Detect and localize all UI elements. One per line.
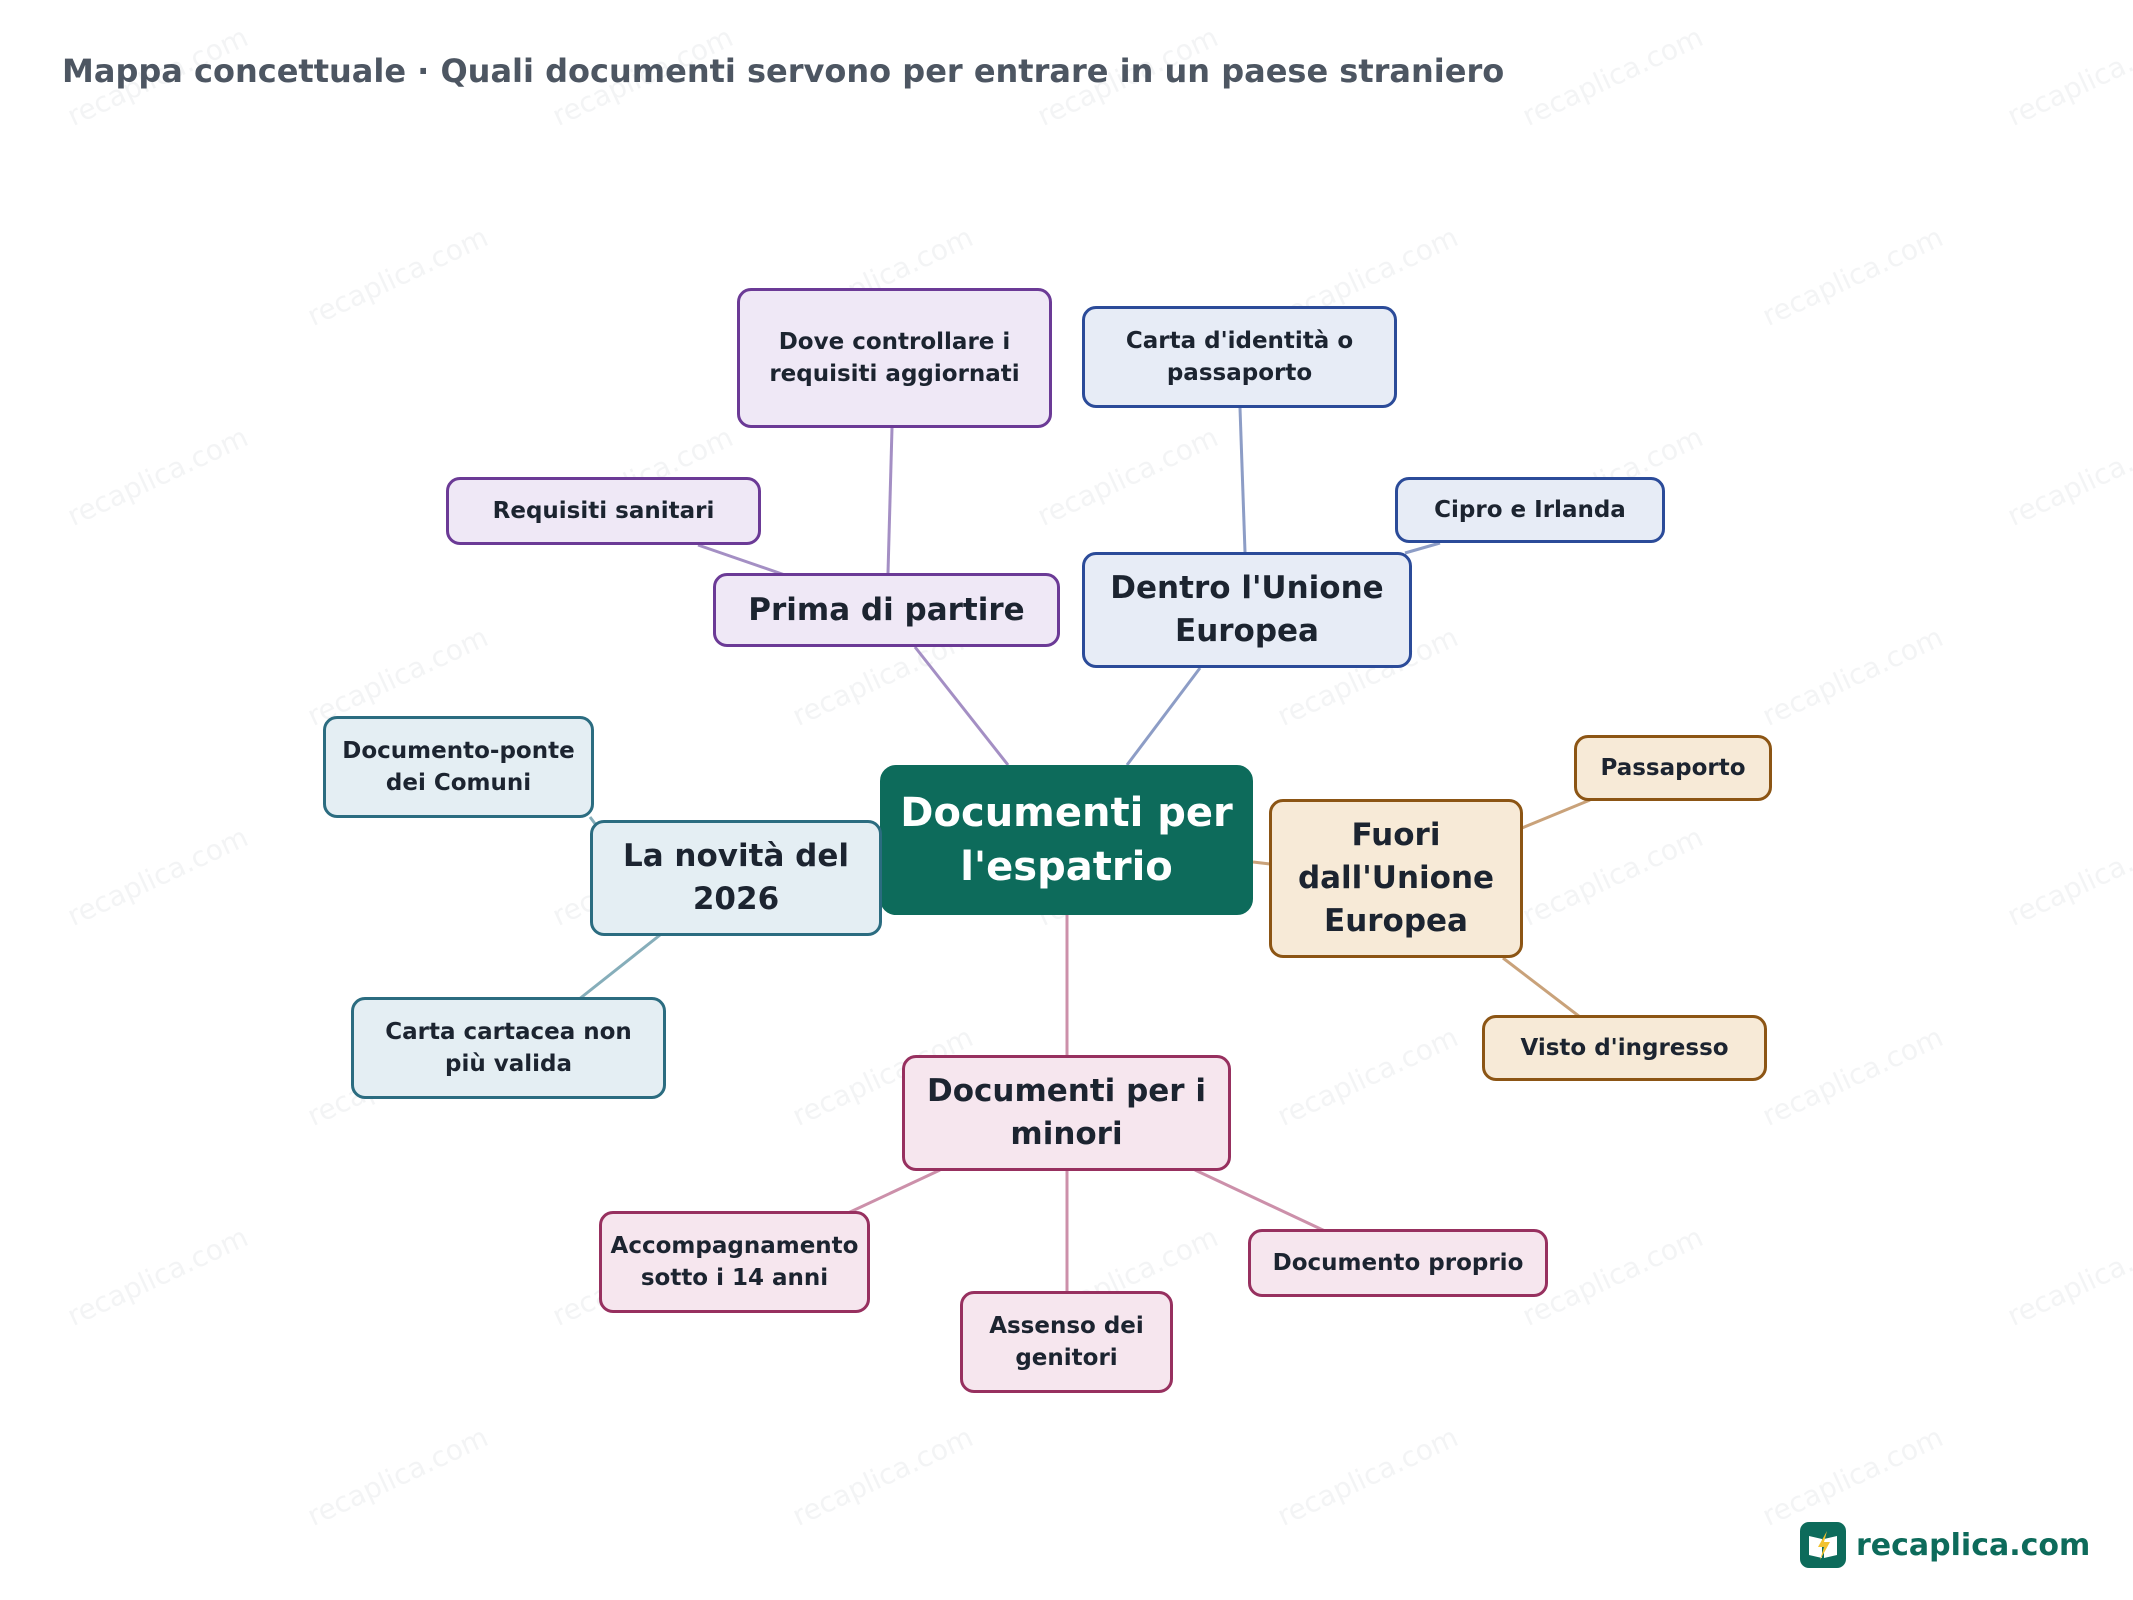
leaf-carta-cartacea: Carta cartacea non più valida xyxy=(351,997,666,1099)
branch-documenti-minori: Documenti per i minori xyxy=(902,1055,1231,1171)
leaf-requisiti-sanitari: Requisiti sanitari xyxy=(446,477,761,545)
edge-extraue-visto xyxy=(1502,956,1581,1019)
branch-novita-2026: La novità del 2026 xyxy=(590,820,882,936)
leaf-documento-ponte: Documento-ponte dei Comuni xyxy=(323,716,594,818)
leaf-documento-proprio: Documento proprio xyxy=(1248,1229,1548,1297)
brand-name: recaplica.com xyxy=(1856,1527,2091,1563)
edge-ue-carta xyxy=(1238,407,1247,553)
edge-ue-cipro xyxy=(1404,541,1441,555)
edge-novita-carta xyxy=(577,933,661,1002)
edge-minori-proprio xyxy=(1194,1168,1326,1233)
leaf-accompagnamento: Accompagnamento sotto i 14 anni xyxy=(599,1211,870,1313)
root-node: Documenti per l'espatrio xyxy=(880,765,1253,915)
brand-logo-link[interactable]: recaplica.com xyxy=(1800,1522,2090,1568)
leaf-cipro-irlanda: Cipro e Irlanda xyxy=(1395,477,1665,543)
edge-minori-accomp xyxy=(847,1168,941,1215)
edge-root-extraue xyxy=(1252,860,1271,866)
page-title: Mappa concettuale · Quali documenti serv… xyxy=(62,52,1505,90)
edge-prima-dove xyxy=(886,427,894,574)
branch-dentro-ue: Dentro l'Unione Europea xyxy=(1082,552,1412,668)
leaf-passaporto: Passaporto xyxy=(1574,735,1772,801)
open-book-lightning-icon xyxy=(1800,1522,1846,1568)
leaf-dove-controllare: Dove controllare i requisiti aggiornati xyxy=(737,288,1052,428)
edge-root-ue xyxy=(1125,667,1202,766)
edge-extraue-passaporto xyxy=(1521,798,1591,830)
leaf-visto-ingresso: Visto d'ingresso xyxy=(1482,1015,1767,1081)
leaf-assenso-genitori: Assenso dei genitori xyxy=(960,1291,1173,1393)
branch-fuori-ue: Fuori dall'Unione Europea xyxy=(1269,799,1523,958)
edge-root-prima xyxy=(913,646,1010,766)
leaf-carta-identita: Carta d'identità o passaporto xyxy=(1082,306,1397,408)
branch-prima-di-partire: Prima di partire xyxy=(713,573,1060,647)
edge-prima-sanitari xyxy=(697,543,786,577)
